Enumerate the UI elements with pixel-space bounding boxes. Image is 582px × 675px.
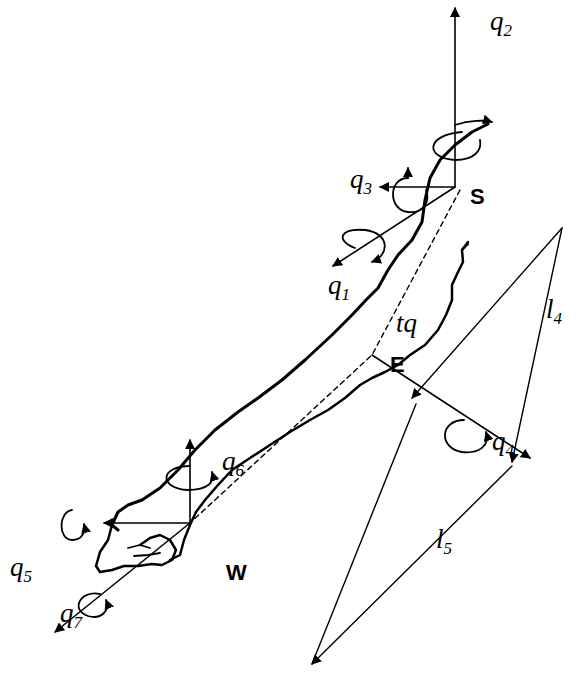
subscript: 5 [444, 539, 453, 558]
subscript: 4 [554, 309, 563, 328]
joint-angle: q2 [490, 8, 512, 35]
joint-angle: q7 [60, 600, 82, 627]
subscript: 2 [504, 21, 513, 40]
subscript: 7 [74, 613, 83, 632]
joint-angle: q5 [10, 554, 32, 581]
joint-angle: q4 [492, 428, 514, 455]
link-length: l5 [436, 526, 452, 553]
subscript: 1 [342, 285, 351, 304]
joint-angle: q1 [328, 272, 350, 299]
subscript: 5 [24, 567, 33, 586]
joint-angle: q6 [222, 448, 244, 475]
subscript: 6 [236, 461, 245, 480]
link-length: l4 [546, 296, 562, 323]
point-label: W [226, 562, 247, 584]
torque-label: tq [396, 310, 417, 337]
point-label: E [390, 354, 405, 376]
joint-angle: q3 [350, 166, 372, 193]
point-label: S [470, 186, 485, 208]
subscript: 4 [506, 441, 515, 460]
subscript: 3 [364, 179, 373, 198]
